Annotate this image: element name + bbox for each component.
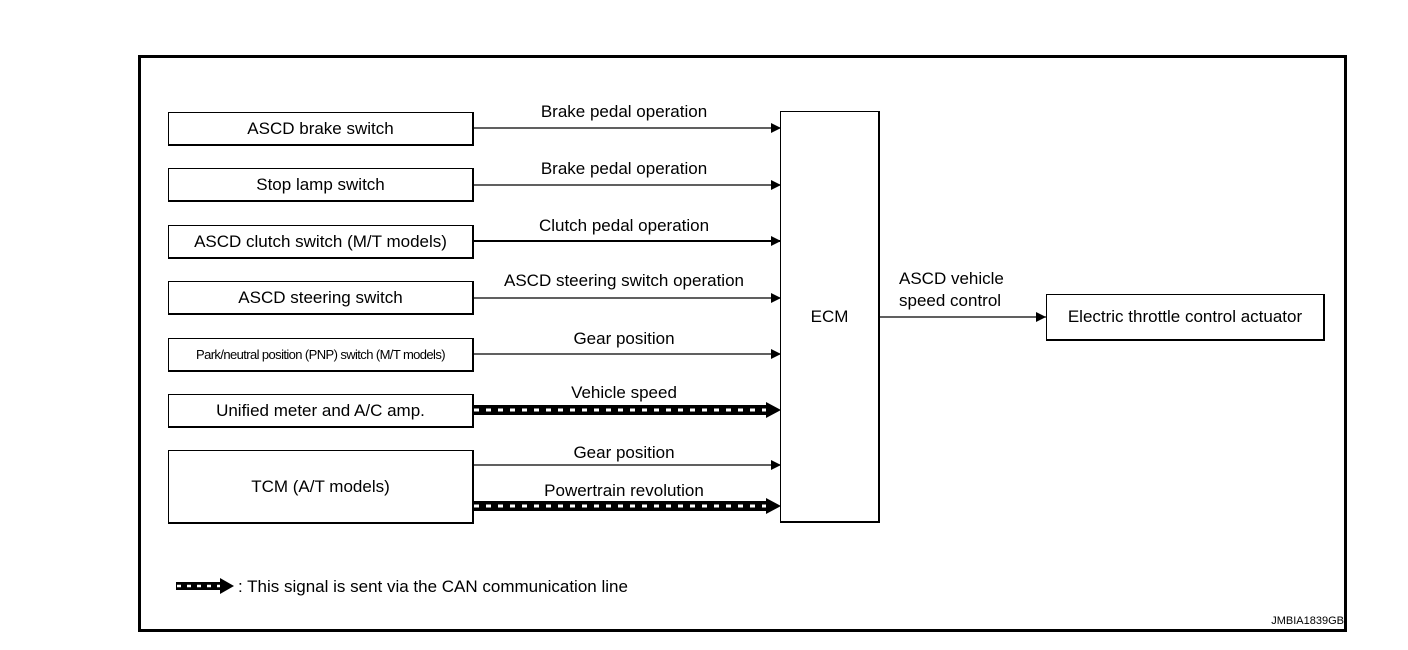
ascd-brake-switch-box: ASCD brake switch — [168, 112, 474, 146]
unified-meter-box: Unified meter and A/C amp. — [168, 394, 474, 428]
signal-label-tcm-gear: Gear position — [573, 443, 675, 462]
output-signal-line2: speed control — [899, 291, 1002, 310]
signal-label-vehicle-speed: Vehicle speed — [571, 383, 677, 402]
ecm-label: ECM — [810, 306, 849, 326]
ascd-brake-switch-label: ASCD brake switch — [247, 118, 394, 138]
tcm-label: TCM (A/T models) — [251, 476, 390, 496]
ascd-steering-switch-label: ASCD steering switch — [238, 287, 403, 307]
ascd-clutch-switch-box: ASCD clutch switch (M/T models) — [168, 225, 474, 259]
pnp-switch-box: Park/neutral position (PNP) switch (M/T … — [168, 338, 474, 372]
unified-meter-label: Unified meter and A/C amp. — [216, 400, 425, 420]
legend-can-symbol — [176, 578, 234, 594]
signal-label-brake-switch: Brake pedal operation — [540, 102, 708, 121]
signal-label-clutch: Clutch pedal operation — [538, 216, 710, 235]
signal-label-pnp: Gear position — [573, 329, 675, 348]
can-arrow-powertrain-revolution — [473, 498, 781, 514]
ascd-clutch-switch-label: ASCD clutch switch (M/T models) — [194, 231, 447, 251]
signal-label-stop-lamp: Brake pedal operation — [540, 159, 708, 178]
output-signal-line1: ASCD vehicle — [899, 269, 1004, 288]
throttle-actuator-box: Electric throttle control actuator — [1046, 294, 1325, 341]
throttle-actuator-label: Electric throttle control actuator — [1067, 307, 1303, 326]
figure-code: JMBIA1839GB — [1271, 615, 1344, 627]
pnp-switch-label: Park/neutral position (PNP) switch (M/T … — [196, 347, 446, 362]
stop-lamp-switch-label: Stop lamp switch — [256, 174, 385, 194]
tcm-box: TCM (A/T models) — [168, 450, 474, 524]
stop-lamp-switch-box: Stop lamp switch — [168, 168, 474, 202]
ecm-box: ECM — [780, 111, 880, 523]
can-arrow-vehicle-speed — [473, 402, 781, 418]
ascd-steering-switch-box: ASCD steering switch — [168, 281, 474, 315]
diagram-frame — [138, 55, 1347, 632]
signal-label-powertrain: Powertrain revolution — [544, 481, 704, 500]
signal-label-steering: ASCD steering switch operation — [503, 271, 745, 290]
legend-text: : This signal is sent via the CAN commun… — [238, 577, 628, 596]
